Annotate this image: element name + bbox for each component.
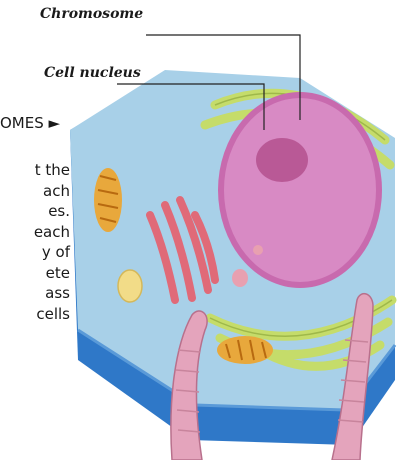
side-text-line: y of	[34, 242, 70, 263]
side-text-line: es.	[34, 201, 70, 222]
mitochondrion	[217, 336, 273, 364]
vesicle	[118, 270, 142, 302]
vesicle	[232, 269, 248, 287]
cell-nucleus	[224, 98, 376, 282]
side-text-line: cells	[34, 304, 70, 325]
cell-nucleus-label: Cell nucleus	[44, 65, 141, 81]
side-panel-heading: OMES ►	[0, 114, 60, 132]
side-text-line: each	[34, 222, 70, 243]
mitochondrion	[94, 168, 122, 232]
vesicle	[253, 245, 263, 255]
chromosome-label: Chromosome	[40, 6, 143, 22]
side-text-line: t the	[34, 160, 70, 181]
side-text-line: ete	[34, 263, 70, 284]
side-text-line: ach	[34, 181, 70, 202]
nucleolus	[256, 138, 308, 182]
side-panel-text: t the ach es. each y of ete ass cells	[34, 160, 70, 324]
side-text-line: ass	[34, 283, 70, 304]
